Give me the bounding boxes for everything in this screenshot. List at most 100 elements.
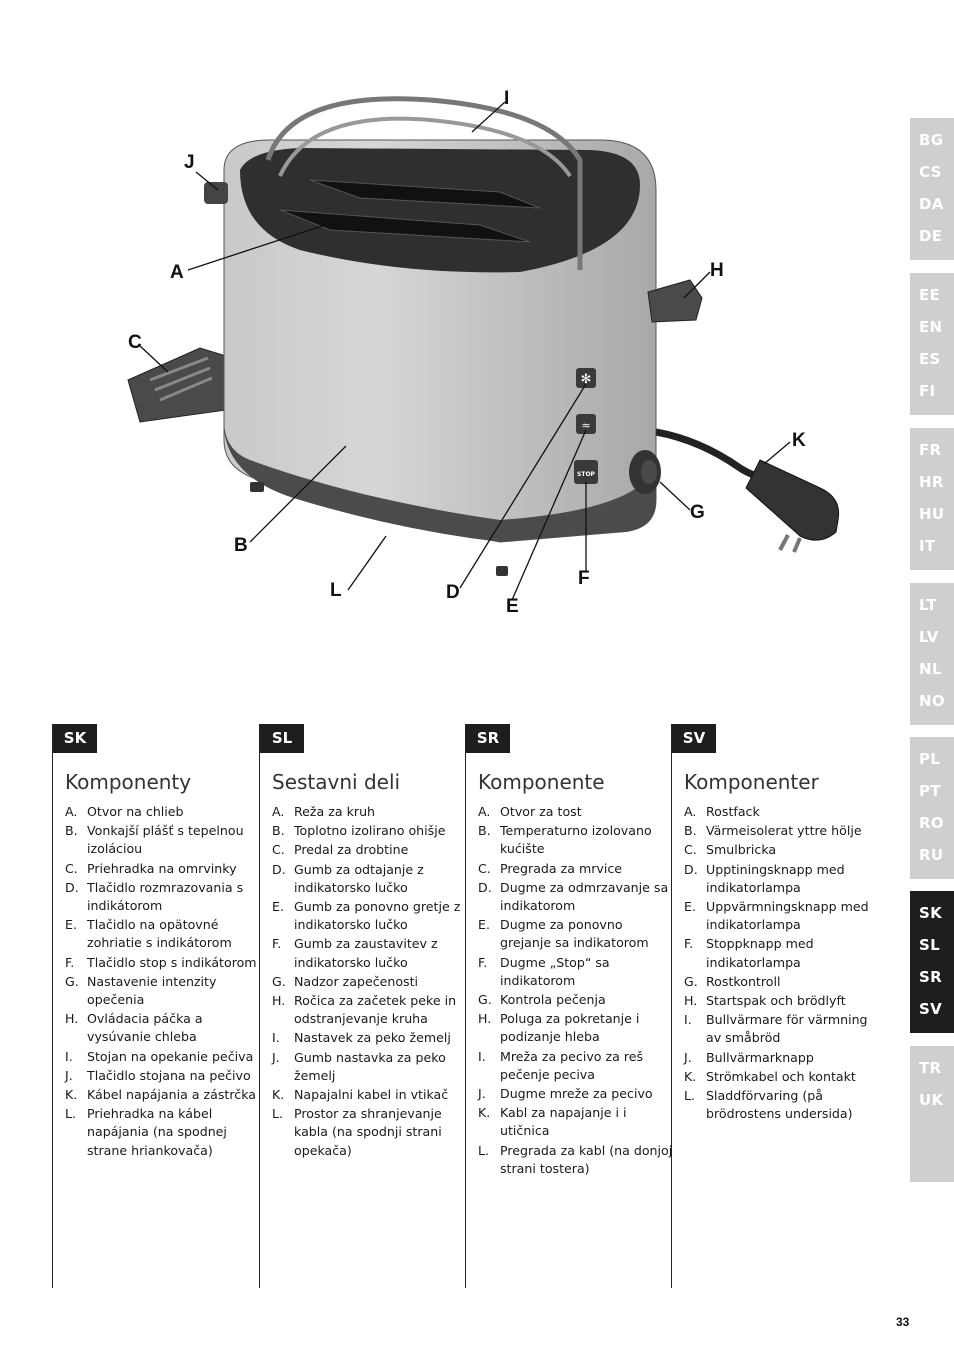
- item-letter: G.: [684, 973, 698, 989]
- item-text: Kábel napájania a zástrčka: [87, 1087, 256, 1103]
- language-tab-it[interactable]: IT: [919, 537, 936, 555]
- language-tab-hu[interactable]: HU: [919, 505, 945, 523]
- item-letter: D.: [478, 879, 492, 895]
- language-tab-sv[interactable]: SV: [919, 1000, 943, 1018]
- item-text: Rostfack: [706, 804, 760, 819]
- item-text: Tlačidlo stojana na pečivo: [87, 1067, 251, 1083]
- item-letter: K.: [272, 1087, 285, 1103]
- list-item: L. Pregrada za kabl (na donjoj strani tos…: [478, 1142, 674, 1178]
- item-text: Tlačidlo rozmrazovania s indikátorom: [87, 879, 244, 914]
- language-tab-sl[interactable]: SL: [919, 936, 940, 954]
- language-tab-uk[interactable]: UK: [919, 1091, 944, 1109]
- item-letter: L.: [684, 1088, 696, 1104]
- toaster-illustration: ✻ ≈ STOP: [127, 96, 840, 601]
- item-text: Pregrada za mrvice: [500, 860, 623, 876]
- callout-F: F: [578, 568, 590, 589]
- item-letter: H.: [272, 993, 286, 1009]
- item-text: Pregrada za kabl (na donjoj strani toste…: [500, 1142, 673, 1176]
- language-tab-pt[interactable]: PT: [919, 782, 941, 800]
- language-tab-en[interactable]: EN: [919, 318, 943, 336]
- list-item: I.Nastavek za peko žemelj: [272, 1029, 468, 1047]
- item-letter: G.: [272, 973, 286, 989]
- language-tab-da[interactable]: DA: [919, 195, 944, 213]
- item-letter: L.: [65, 1106, 77, 1122]
- item-text: Dugme „Stop“ sa indikatorom: [500, 954, 610, 988]
- language-tab-bg[interactable]: BG: [919, 131, 944, 149]
- item-text: Ovládacia páčka a vysúvanie chleba: [87, 1011, 203, 1045]
- language-tab-tr[interactable]: TR: [919, 1059, 942, 1077]
- language-tab-lv[interactable]: LV: [919, 628, 939, 646]
- language-tab-de[interactable]: DE: [919, 227, 943, 245]
- item-text: Gumb za zaustavitev z indikatorsko lučko: [294, 936, 438, 970]
- language-tab-fr[interactable]: FR: [919, 441, 942, 459]
- item-letter: C.: [684, 842, 697, 858]
- list-item: H.Poluga za pokretanje i podizanje hleba: [478, 1010, 674, 1046]
- callout-G: G: [690, 502, 705, 523]
- item-text: Gumb za odtajanje z indikatorsko lučko: [294, 861, 424, 895]
- list-item: L.Sladdförvaring (på brödrostens undersi…: [684, 1087, 880, 1123]
- list-item: I.Mreža za pecivo za reš pečenje peciva: [478, 1048, 674, 1084]
- language-tab-ee[interactable]: EE: [919, 286, 941, 304]
- item-letter: D.: [272, 861, 286, 877]
- item-letter: H.: [65, 1011, 79, 1027]
- item-text: Otvor na chlieb: [87, 804, 184, 819]
- item-letter: A.: [684, 804, 697, 819]
- item-letter: J.: [272, 1049, 280, 1065]
- defrost-button-illustration: [576, 368, 596, 388]
- language-tab-no[interactable]: NO: [919, 692, 945, 710]
- svg-text:✻: ✻: [581, 372, 592, 387]
- language-label: SV: [672, 724, 716, 753]
- item-letter: C.: [272, 842, 285, 858]
- language-group: SK SL SR SV: [910, 891, 954, 1033]
- toaster-diagram: ✻ ≈ STOP I J A H C: [100, 80, 860, 640]
- list-item: D.Tlačidlo rozmrazovania s indikátorom: [65, 879, 261, 915]
- item-text: Gumb za ponovno gretje z indikatorsko lu…: [294, 899, 461, 933]
- language-tab-cs[interactable]: CS: [919, 163, 942, 181]
- language-tab-ru[interactable]: RU: [919, 846, 944, 864]
- language-tab-hr[interactable]: HR: [919, 473, 944, 491]
- item-letter: I.: [65, 1048, 73, 1064]
- list-item: H. Ročica za začetek peke in odstranjevan…: [272, 992, 468, 1028]
- item-text: Nastavenie intenzity opečenia: [87, 973, 217, 1008]
- language-tab-nl[interactable]: NL: [919, 660, 942, 678]
- item-letter: B.: [478, 823, 491, 839]
- language-tab-es[interactable]: ES: [919, 350, 941, 368]
- list-item: B.Vonkajší plášť s tepelnou izoláciou: [65, 822, 261, 858]
- item-letter: L.: [478, 1142, 490, 1158]
- language-tab-sr[interactable]: SR: [919, 968, 942, 986]
- item-letter: C.: [65, 860, 78, 876]
- item-letter: A.: [272, 804, 285, 819]
- item-letter: F.: [272, 936, 282, 952]
- language-tab-sk[interactable]: SK: [919, 904, 943, 922]
- item-text: Tlačidlo stop s indikátorom: [87, 954, 257, 970]
- item-letter: J.: [684, 1049, 692, 1065]
- list-item: K.Napajalni kabel in vtikač: [272, 1086, 468, 1104]
- item-letter: E.: [272, 899, 284, 915]
- list-item: D. Gumb za odtajanje z indikatorsko lučko: [272, 861, 468, 897]
- language-tab-lt[interactable]: LT: [919, 596, 937, 614]
- list-item: E.Uppvärmningsknapp med indikatorlampa: [684, 898, 880, 934]
- item-text: Ročica za začetek peke in odstranjevanje…: [294, 993, 457, 1027]
- section-title: Komponenter: [684, 770, 819, 794]
- list-item: G.Rostkontroll: [684, 973, 880, 991]
- item-letter: D.: [684, 861, 698, 877]
- language-tab-fi[interactable]: FI: [919, 382, 936, 400]
- item-letter: I.: [478, 1048, 486, 1064]
- language-tab-ro[interactable]: RO: [919, 814, 944, 832]
- item-letter: E.: [684, 899, 696, 915]
- callout-I: I: [504, 88, 510, 109]
- item-letter: E.: [65, 917, 77, 933]
- language-tab-pl[interactable]: PL: [919, 750, 941, 768]
- list-item: C.Smulbricka: [684, 841, 880, 859]
- item-text: Strömkabel och kontakt: [706, 1068, 856, 1084]
- list-item: B.Toplotno izolirano ohišje: [272, 822, 468, 840]
- list-item: F.Tlačidlo stop s indikátorom: [65, 954, 261, 972]
- callout-E: E: [506, 596, 519, 617]
- list-item: K.Kabl za napajanje i i utičnica: [478, 1104, 674, 1140]
- svg-text:≈: ≈: [581, 419, 590, 432]
- language-group: PL PT RO RU: [910, 737, 954, 879]
